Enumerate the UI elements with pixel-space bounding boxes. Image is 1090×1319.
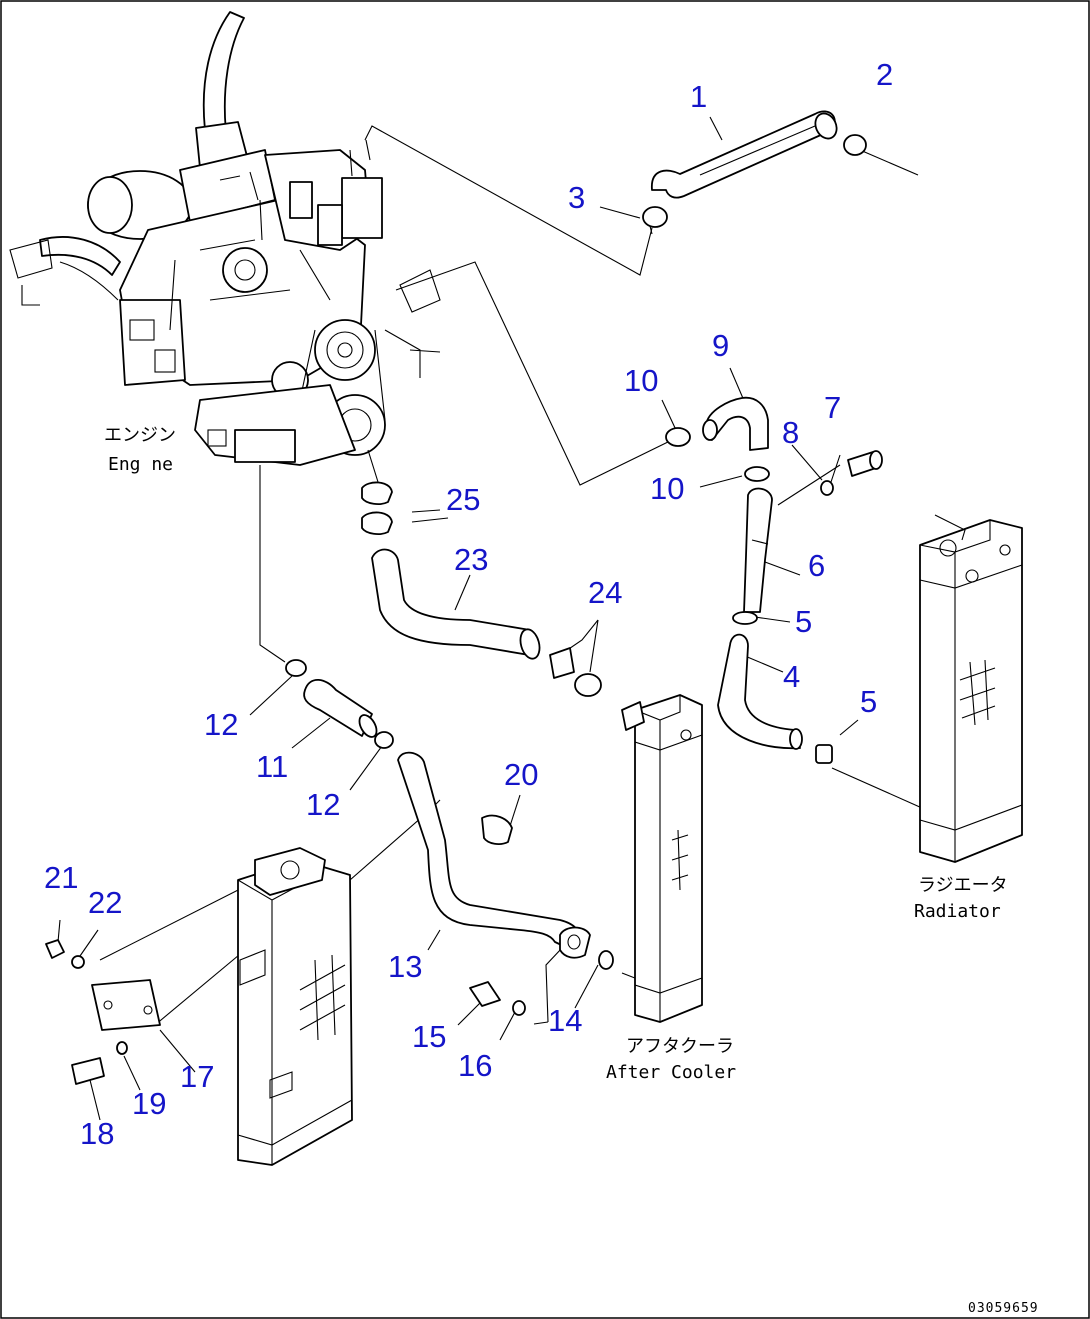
aftercooler-label-jp: アフタクーラ	[626, 1036, 734, 1057]
nut-21	[45, 939, 65, 959]
callout-5a: 5	[795, 604, 812, 639]
callout-10b: 10	[650, 471, 684, 506]
callout-14: 14	[548, 1003, 582, 1038]
engine-assembly	[9, 11, 441, 466]
callout-2: 2	[876, 57, 893, 92]
callout-24: 24	[588, 575, 622, 610]
engine-label-en: Eng ne	[108, 454, 173, 475]
callout-25: 25	[446, 482, 480, 517]
callout-9: 9	[712, 328, 729, 363]
drawing-code: 03059659	[968, 1301, 1039, 1316]
callout-12a: 12	[204, 707, 238, 742]
radiator-hose-group	[665, 396, 883, 764]
bolt-18	[71, 1057, 105, 1085]
radiator-label-jp: ラジエータ	[918, 875, 1008, 896]
callout-23: 23	[454, 542, 488, 577]
callout-5b: 5	[860, 684, 877, 719]
clamp-25-lower	[361, 511, 393, 535]
callout-22: 22	[88, 885, 122, 920]
radiator	[919, 514, 1023, 863]
clamp-25-upper	[361, 481, 393, 505]
lower-hose-group	[285, 659, 614, 1016]
callout-20: 20	[504, 757, 538, 792]
clamp-5-upper	[732, 611, 758, 625]
clamp-24-left	[549, 647, 575, 679]
clamp-10-lower	[744, 466, 770, 482]
callout-7: 7	[824, 390, 841, 425]
callout-1: 1	[690, 79, 707, 114]
callouts: 1 2 3 4 5 5 6 7 8 9 10 10 11 12 12 13 14…	[44, 57, 893, 1151]
clamp-12-upper	[285, 659, 307, 677]
engine-label-jp: エンジン	[104, 425, 176, 446]
clamp-3	[642, 206, 668, 228]
aftercooler-hose-group	[361, 481, 602, 697]
lower-radiator	[45, 847, 353, 1166]
bracket-17	[91, 979, 161, 1031]
hose-1-group	[642, 110, 867, 235]
clip-20	[481, 814, 513, 845]
clamp-2	[843, 134, 867, 156]
callout-6: 6	[808, 548, 825, 583]
bolt-15	[469, 981, 501, 1007]
radiator-label-en: Radiator	[914, 901, 1001, 922]
callout-16: 16	[458, 1048, 492, 1083]
callout-21: 21	[44, 860, 78, 895]
clamp-12-lower	[374, 731, 394, 749]
callout-8: 8	[782, 415, 799, 450]
after-cooler	[621, 694, 703, 1023]
washer-8	[820, 480, 834, 496]
callout-3: 3	[568, 180, 585, 215]
callout-12b: 12	[306, 787, 340, 822]
aftercooler-label-en: After Cooler	[606, 1062, 736, 1083]
leader-lines	[57, 116, 923, 1121]
callout-19: 19	[132, 1086, 166, 1121]
clamp-10-upper	[665, 427, 691, 447]
callout-4: 4	[783, 659, 800, 694]
gasket-14	[598, 950, 614, 970]
washer-19	[116, 1041, 128, 1055]
clamp-24-right	[574, 673, 602, 697]
callout-17: 17	[180, 1059, 214, 1094]
clamp-5-lower	[815, 744, 833, 764]
callout-15: 15	[412, 1019, 446, 1054]
callout-11: 11	[256, 749, 288, 784]
callout-10a: 10	[624, 363, 658, 398]
callout-13: 13	[388, 949, 422, 984]
callout-18: 18	[80, 1116, 114, 1151]
washer-22	[71, 955, 85, 969]
washer-16	[512, 1000, 526, 1016]
